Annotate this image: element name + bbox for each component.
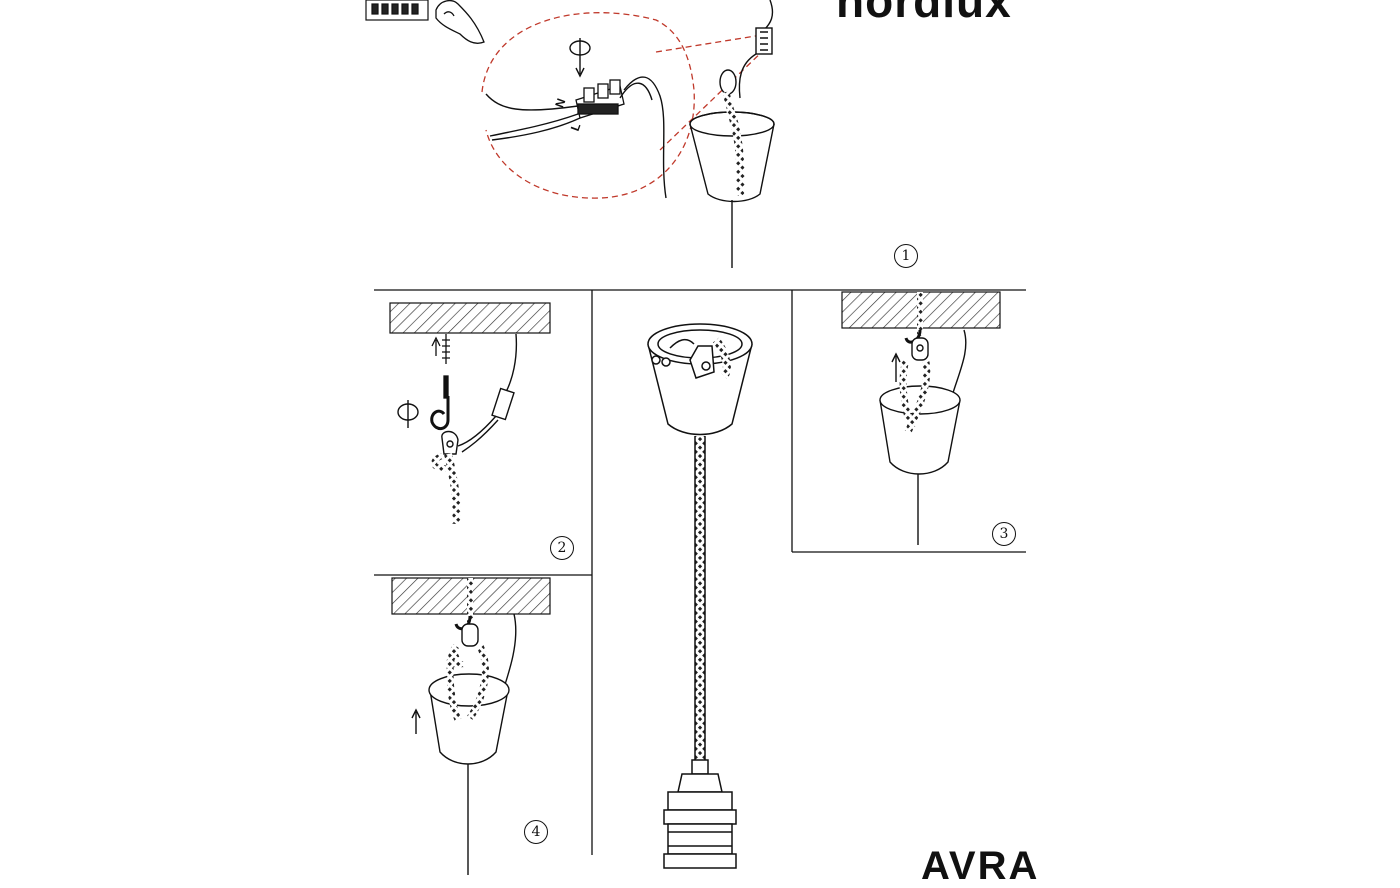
hook-icon: [430, 396, 450, 430]
rotate-arrow-icon: [569, 38, 591, 78]
canopy-assembly-top: [689, 0, 775, 268]
rotate-arrow-icon-2: [397, 400, 419, 428]
panel-dividers: [374, 289, 1026, 855]
ceiling-hatch-2: [389, 302, 551, 334]
step-4-marker: 4: [524, 820, 548, 844]
brand-logo: nordlux: [836, 0, 1012, 27]
model-name: AVRA: [921, 844, 1040, 888]
canopy-bracket-2: [431, 333, 518, 525]
terminal-block: [575, 79, 625, 119]
callout-lines: [481, 12, 769, 199]
canopy-hang-3: [879, 292, 967, 545]
screw-icon: [443, 375, 449, 399]
hand-icon: [435, 0, 485, 44]
canopy-install-4: [411, 578, 517, 875]
anchor-icon: [431, 334, 450, 364]
terminal-strip-icon: [365, 0, 429, 21]
supply-wires: [485, 76, 667, 199]
step-1-marker: 1: [894, 244, 918, 268]
step-3-marker: 3: [992, 522, 1016, 546]
step-2-marker: 2: [550, 536, 574, 560]
pendant-full: [647, 323, 753, 869]
